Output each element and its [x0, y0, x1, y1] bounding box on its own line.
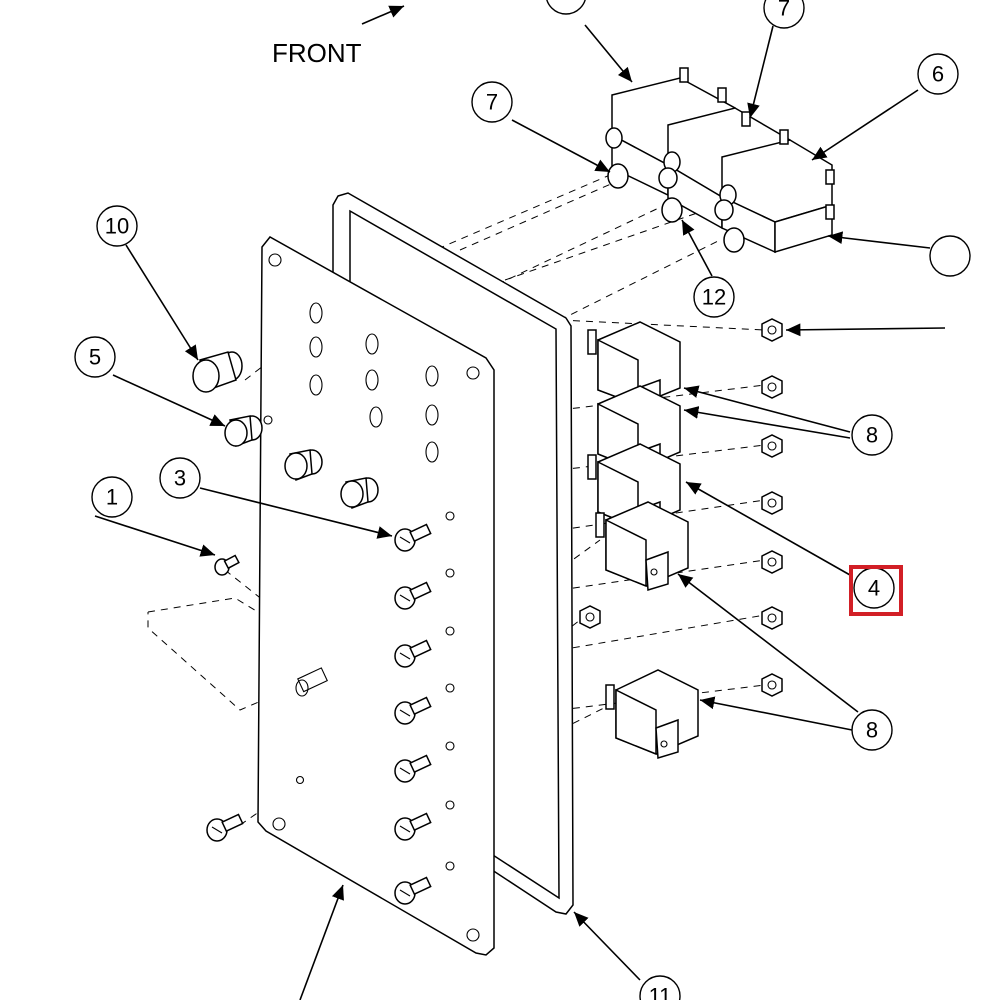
svg-text:4: 4: [868, 576, 880, 601]
front-label: FRONT: [272, 38, 362, 68]
valve-assembly: [605, 67, 835, 254]
svg-text:7: 7: [778, 0, 790, 21]
sleeve: [295, 667, 328, 697]
lamp-holder: [192, 351, 243, 393]
callout-balloon-7-left: 7: [471, 81, 513, 123]
callout-balloon-3: 3: [159, 457, 201, 499]
callout-balloon-10: 10: [96, 205, 138, 247]
svg-text:8: 8: [866, 423, 878, 448]
svg-text:6: 6: [932, 62, 944, 87]
callout-balloon-5: 5: [74, 336, 116, 378]
small-screw: [214, 554, 240, 576]
callout-balloon-6: 6: [917, 53, 959, 95]
callout-balloon-partial-right: [929, 235, 971, 277]
svg-text:11: 11: [649, 984, 672, 1000]
svg-text:5: 5: [89, 345, 101, 370]
svg-text:1: 1: [106, 485, 118, 510]
hex-nuts: [579, 318, 783, 697]
callout-balloon-11: 11: [639, 975, 681, 1000]
panel-screws: [206, 523, 432, 905]
svg-text:3: 3: [174, 466, 186, 491]
svg-text:10: 10: [105, 214, 129, 239]
svg-text:7: 7: [486, 90, 498, 115]
callout-balloon-4: 4: [849, 565, 903, 616]
mounting-panel: [257, 236, 495, 956]
panel-holes: [309, 302, 455, 871]
callout-balloon-8-lower: 8: [851, 709, 893, 751]
callout-balloon-partial-top: [546, 0, 586, 15]
highlight-box: [849, 565, 903, 616]
svg-text:12: 12: [702, 285, 726, 310]
svg-text:8: 8: [866, 718, 878, 743]
push-buttons: [224, 415, 379, 510]
rocker-switches: [587, 321, 699, 759]
front-direction-arrow: [361, 5, 405, 25]
callout-balloon-7-top: 7: [763, 0, 805, 29]
callout-balloon-1: 1: [91, 476, 133, 518]
leader-lines: [94, 24, 946, 1000]
callout-balloon-12: 12: [693, 276, 735, 318]
callout-balloon-8-upper: 8: [851, 414, 893, 456]
